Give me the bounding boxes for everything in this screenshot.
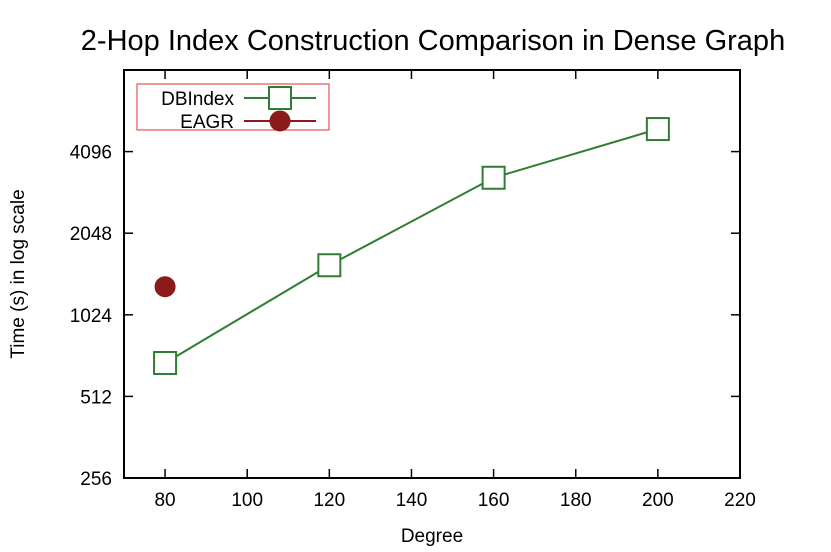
x-tick-label: 80 bbox=[154, 490, 175, 511]
y-tick-label: 2048 bbox=[70, 224, 112, 245]
plot-frame bbox=[123, 69, 741, 479]
y-tick-label: 4096 bbox=[70, 143, 112, 164]
series-dbindex bbox=[153, 117, 670, 375]
x-tick-label: 220 bbox=[724, 490, 756, 511]
data-point bbox=[481, 165, 506, 190]
legend-box bbox=[136, 83, 330, 131]
y-tick-label: 256 bbox=[80, 469, 112, 490]
data-point bbox=[153, 350, 178, 375]
x-tick-label: 100 bbox=[231, 490, 263, 511]
data-point bbox=[154, 276, 176, 298]
data-point bbox=[317, 253, 342, 278]
x-tick-label: 140 bbox=[396, 490, 428, 511]
legend-marker bbox=[268, 86, 292, 110]
x-tick-label: 200 bbox=[642, 490, 674, 511]
x-tick-label: 180 bbox=[560, 490, 592, 511]
x-tick-label: 160 bbox=[478, 490, 510, 511]
chart-title: 2-Hop Index Construction Comparison in D… bbox=[81, 25, 785, 57]
y-tick-label: 512 bbox=[80, 387, 112, 408]
series-layer bbox=[153, 117, 670, 375]
data-point bbox=[645, 117, 670, 142]
legend-label: EAGR bbox=[180, 112, 234, 133]
y-axis-label: Time (s) in log scale bbox=[8, 189, 29, 358]
y-tick-label: 1024 bbox=[70, 306, 113, 327]
legend-marker bbox=[269, 110, 291, 132]
series-eagr bbox=[154, 276, 176, 298]
x-axis-label: Degree bbox=[401, 526, 463, 547]
x-tick-label: 120 bbox=[313, 490, 345, 511]
y-axis: 256 512 1024 2048 4096 bbox=[70, 143, 740, 490]
x-axis: 80 100 120 140 160 180 200 220 bbox=[154, 70, 756, 511]
legend-label: DBIndex bbox=[161, 89, 234, 110]
series-line bbox=[164, 128, 659, 364]
